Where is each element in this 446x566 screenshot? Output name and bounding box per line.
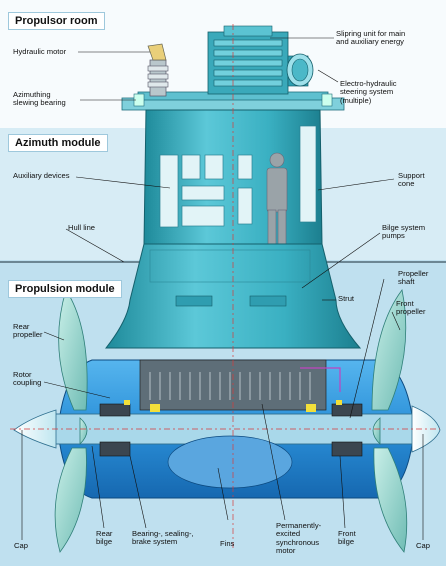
label-rear-propeller-line1: Rear xyxy=(13,322,30,331)
label-front-propeller-line1: Front xyxy=(396,299,414,308)
label-electro-line3: (multiple) xyxy=(340,95,372,105)
label-front-propeller-line2: propeller xyxy=(396,307,426,317)
label-electro-hydraulic: Electro-hydraulic steering system (multi… xyxy=(340,79,397,105)
label-bearing-system: Bearing-, sealing-, brake system xyxy=(132,529,194,547)
label-front-bilge: Front bilge xyxy=(338,529,356,547)
label-front-bilge-line1: Front xyxy=(338,529,356,538)
label-support-cone: Support cone xyxy=(398,171,425,189)
label-rear-bilge-line2: bilge xyxy=(96,537,113,547)
label-strut: Strut xyxy=(338,294,355,303)
label-support-line1: Support xyxy=(398,171,425,180)
label-front-bilge-line2: bilge xyxy=(338,537,355,547)
label-motor-line4: motor xyxy=(276,546,296,556)
label-rotor-coupling: Rotor coupling xyxy=(13,370,42,388)
label-cap-right: Cap xyxy=(416,541,430,550)
label-front-propeller: Front propeller xyxy=(396,299,426,317)
label-rear-propeller: Rear propeller xyxy=(13,322,43,340)
label-azimuthing-line1: Azimuthing xyxy=(13,90,51,99)
label-motor-line1: Permanently- xyxy=(276,521,322,530)
label-support-line2: cone xyxy=(398,179,415,189)
label-bilge-pumps-line1: Bilge system xyxy=(382,223,426,232)
label-azimuthing-bearing: Azimuthing slewing bearing xyxy=(13,90,66,108)
label-propeller-shaft-line2: shaft xyxy=(398,277,415,287)
label-propeller-shaft-line1: Propeller xyxy=(398,269,429,278)
label-motor-line2: excited xyxy=(276,529,301,539)
leader-lines xyxy=(21,37,424,540)
label-bilge-pumps: Bilge system pumps xyxy=(382,223,426,241)
label-bearing-line1: Bearing-, sealing-, xyxy=(132,529,194,538)
label-auxiliary-devices: Auxiliary devices xyxy=(13,171,70,180)
label-electro-line2: steering system xyxy=(340,87,394,97)
label-fins: Fins xyxy=(220,539,235,548)
label-bilge-pumps-line2: pumps xyxy=(382,231,405,241)
bearing-blocks xyxy=(99,403,363,457)
label-motor: Permanently- excited synchronous motor xyxy=(276,521,322,556)
label-propeller-shaft: Propeller shaft xyxy=(398,269,429,287)
human-figure xyxy=(266,152,288,259)
front-propeller-shape xyxy=(371,289,408,553)
label-bearing-line2: brake system xyxy=(132,537,178,547)
label-rear-bilge-line1: Rear xyxy=(96,529,113,538)
label-rotor-coupling-line2: coupling xyxy=(13,378,42,388)
label-electro-line1: Electro-hydraulic xyxy=(340,79,397,88)
label-slipring-line2: and auxiliary energy xyxy=(336,37,404,47)
label-hydraulic-motor: Hydraulic motor xyxy=(13,47,67,56)
label-rear-bilge: Rear bilge xyxy=(96,529,113,547)
label-rear-propeller-line2: propeller xyxy=(13,330,43,340)
azimuth-module-title: Azimuth module xyxy=(8,134,108,152)
label-cap-left: Cap xyxy=(14,541,28,550)
label-slipring-unit: Slipring unit for main and auxiliary ene… xyxy=(336,29,406,47)
label-azimuthing-line2: slewing bearing xyxy=(13,98,66,108)
label-rotor-coupling-line1: Rotor xyxy=(13,370,32,379)
rear-propeller-shape xyxy=(54,289,88,553)
propulsion-module-title: Propulsion module xyxy=(8,280,122,298)
propulsor-room-title: Propulsor room xyxy=(8,12,105,30)
hydraulic-motor-shape xyxy=(147,43,169,97)
label-motor-line3: synchronous xyxy=(276,537,320,547)
label-slipring-line1: Slipring unit for main xyxy=(336,29,406,38)
label-hull-line: Hull line xyxy=(68,223,96,232)
